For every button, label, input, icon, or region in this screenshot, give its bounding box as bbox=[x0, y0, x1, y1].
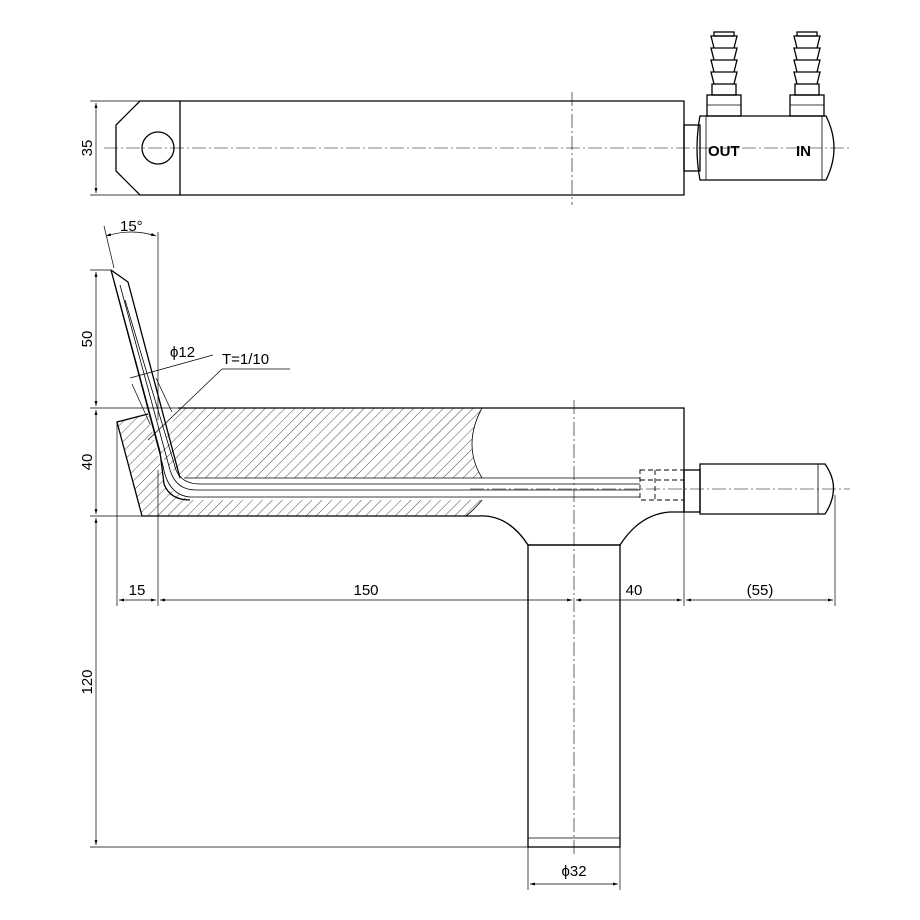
tube-tip bbox=[110, 269, 191, 501]
dim-40-vertical: 40 bbox=[79, 454, 96, 471]
dim-120: 120 bbox=[79, 669, 96, 694]
hose-barb-in bbox=[789, 31, 825, 117]
tube-bore-line-3 bbox=[113, 281, 640, 498]
section-hatch bbox=[117, 408, 482, 516]
taper-leader bbox=[147, 368, 223, 441]
dim-15: 15 bbox=[129, 582, 146, 599]
dim-phi32: ϕ32 bbox=[561, 863, 586, 880]
tube-bore-line-1 bbox=[119, 284, 640, 491]
fitting-body bbox=[699, 463, 835, 515]
fitting-neck bbox=[683, 469, 701, 513]
top-view: OUT IN 35 bbox=[79, 31, 850, 205]
label-out: OUT bbox=[708, 143, 740, 160]
manifold-neck bbox=[683, 124, 701, 172]
hidden-threaded-hole bbox=[639, 469, 685, 501]
hose-barb-out bbox=[706, 31, 742, 117]
label-in: IN bbox=[796, 143, 811, 160]
dim-50: 50 bbox=[79, 331, 96, 348]
dim-55: (55) bbox=[747, 582, 774, 599]
angle-label: 15° bbox=[120, 218, 143, 235]
manifold-block bbox=[696, 115, 835, 181]
angle-arc bbox=[105, 231, 157, 237]
tube-bore-line-2 bbox=[124, 299, 640, 485]
bore-label: ϕ12 bbox=[170, 344, 195, 361]
side-view: 50 40 120 15 150 40 (55) ϕ32 15° bbox=[79, 218, 850, 890]
taper-label: T=1/10 bbox=[222, 351, 269, 368]
section-break bbox=[471, 407, 483, 479]
dim-40-horizontal: 40 bbox=[626, 582, 643, 599]
dim-35: 35 bbox=[79, 140, 96, 157]
dim-150: 150 bbox=[353, 582, 378, 599]
section-break-lower bbox=[465, 499, 483, 517]
